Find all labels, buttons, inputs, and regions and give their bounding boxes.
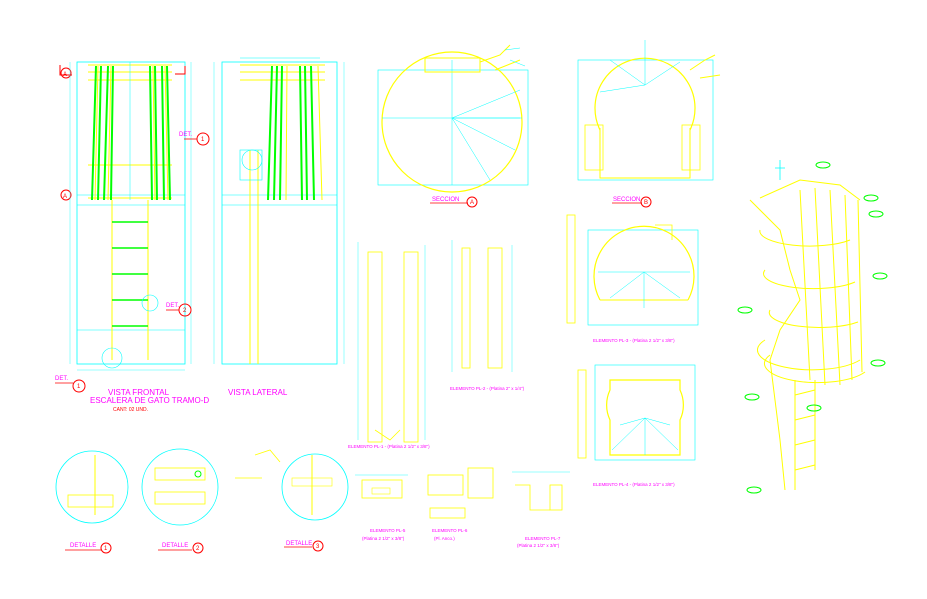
elemento-pl3-title: ELEMENTO PL-3 - (Platina 2 1/2" x 3/8") — [593, 338, 675, 343]
elemento-pl7-spec: (Platina 2 1/2" x 3/8") — [517, 543, 560, 548]
seccion-a-title: SECCION — [432, 197, 459, 203]
detalle-1-title: DETALLE — [70, 543, 96, 549]
elemento-pl1-drawing — [357, 242, 426, 443]
elemento-pl7-title: ELEMENTO PL-7 — [525, 536, 561, 541]
elemento-pl1-title: ELEMENTO PL-1 - (Platina 2 1/2" x 3/8") — [348, 444, 430, 449]
cut-marker-a-top: A — [63, 72, 67, 78]
isometric-cage-ladder — [737, 160, 888, 494]
detalle-3-title: DETALLE — [286, 541, 312, 547]
seccion-b-marker: B — [644, 200, 648, 206]
seccion-a-marker: A — [470, 200, 474, 206]
seccion-b-title: SECCION — [613, 197, 640, 203]
elemento-pl5-drawing — [355, 474, 408, 499]
vista-lateral-title: VISTA LATERAL — [228, 388, 288, 397]
elemento-pl6-spec: (Pl. Anco.) — [434, 536, 455, 541]
elemento-pl4-title: ELEMENTO PL-4 - (Platina 2 1/2" x 3/8") — [593, 482, 675, 487]
elemento-pl4-drawing — [577, 364, 696, 461]
detalle-3-drawing — [235, 449, 349, 521]
vista-frontal — [59, 61, 192, 371]
vista-frontal-title: VISTA FRONTAL — [108, 388, 170, 397]
vista-lateral — [213, 57, 345, 365]
det-marker-3 — [55, 379, 86, 393]
elemento-pl5-spec: (Platina 2 1/2" x 3/8") — [362, 536, 405, 541]
vista-frontal-subtitle: ESCALERA DE GATO TRAMO-D — [90, 396, 209, 405]
elemento-pl5-title: ELEMENTO PL-5 — [370, 528, 406, 533]
det-marker-2-label: DET. — [166, 303, 179, 309]
det-marker-2 — [166, 303, 192, 317]
detalle-1-drawing — [55, 450, 129, 524]
detalle-2-drawing — [141, 448, 219, 526]
det-marker-1-label: DET. — [179, 132, 192, 138]
cut-marker-a-bottom: A — [63, 194, 67, 200]
detalle-2-number: 2 — [196, 546, 200, 552]
elemento-pl7-drawing — [512, 471, 570, 511]
detalle-3-number: 3 — [316, 544, 320, 550]
det-marker-2-number: 2 — [183, 308, 187, 314]
elemento-pl2-drawing — [451, 240, 513, 372]
seccion-b — [577, 40, 721, 181]
det-marker-1-number: 1 — [201, 137, 205, 143]
det-marker-1 — [184, 132, 210, 146]
seccion-a — [377, 44, 529, 193]
vista-frontal-note: CANT: 02 UND. — [113, 407, 148, 413]
elemento-pl2-title: ELEMENTO PL-2 - (Platina 2" x 1/4") — [450, 386, 525, 391]
det-marker-3-number: 1 — [77, 384, 81, 390]
det-marker-3-label: DET. — [55, 376, 68, 382]
detalle-1-number: 1 — [104, 546, 108, 552]
elemento-pl6-title: ELEMENTO PL-6 — [432, 528, 468, 533]
detalle-2-title: DETALLE — [162, 543, 188, 549]
elemento-pl6-drawing — [427, 467, 494, 519]
elemento-pl3-drawing — [566, 214, 699, 326]
